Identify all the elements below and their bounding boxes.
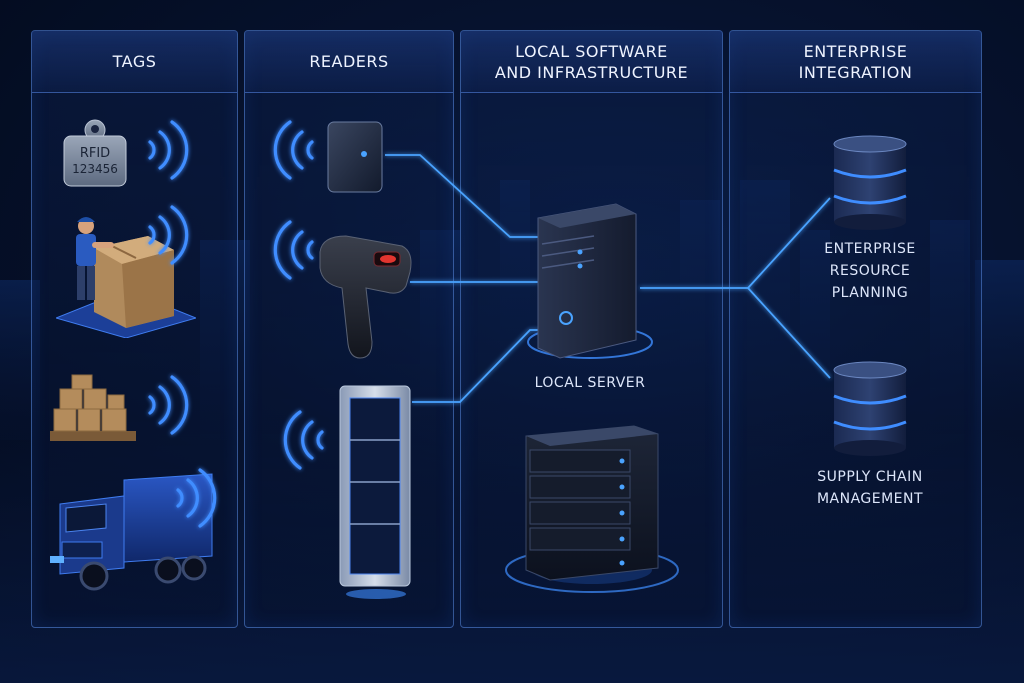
pallet-boxes-icon — [48, 373, 140, 445]
rfid-tag-text-line1: RFID — [79, 146, 111, 161]
local-server-label: LOCAL SERVER — [534, 375, 646, 391]
erp-database-icon — [832, 134, 908, 230]
handheld-scanner-icon — [316, 232, 416, 364]
delivery-truck-icon — [44, 470, 214, 592]
erp-label: ENTERPRISE RESOURCE PLANNING — [824, 241, 916, 301]
column-title-infrastructure: LOCAL SOFTWARE AND INFRASTRUCTURE — [494, 41, 689, 82]
reader-signal-icon-2 — [273, 220, 314, 280]
link-hub-to-scm — [747, 287, 831, 379]
link-portal-reader-to-server — [412, 329, 540, 403]
scm-database-icon — [832, 360, 908, 456]
column-title-enterprise: ENTERPRISE INTEGRATION — [798, 41, 913, 82]
local-server-tower-icon — [520, 200, 660, 370]
column-title-tags: TAGS — [112, 52, 157, 71]
column-header-tags: TAGS — [32, 31, 237, 93]
reader-signal-icon-1 — [273, 120, 314, 180]
portal-gate-reader-icon — [338, 384, 416, 604]
rfid-tag-text-line2: 123456 — [72, 162, 118, 176]
tag-signal-icon-3 — [148, 375, 189, 435]
column-header-readers: READERS — [245, 31, 453, 93]
server-rack-icon — [502, 420, 682, 600]
link-fixed-reader-to-server — [385, 154, 538, 238]
column-title-readers: READERS — [309, 52, 389, 71]
tag-signal-icon-1 — [148, 120, 189, 180]
scm-label: SUPPLY CHAIN MANAGEMENT — [816, 469, 924, 507]
tag-signal-icon-4 — [176, 468, 217, 528]
rfid-tag: RFID 123456 — [62, 118, 128, 190]
fixed-reader-icon — [326, 120, 384, 194]
tag-signal-icon-2 — [148, 205, 189, 265]
column-header-enterprise: ENTERPRISE INTEGRATION — [730, 31, 981, 93]
column-enterprise-integration: ENTERPRISE INTEGRATION — [729, 30, 982, 628]
reader-signal-icon-3 — [283, 410, 324, 470]
column-header-infrastructure: LOCAL SOFTWARE AND INFRASTRUCTURE — [461, 31, 722, 93]
link-hub-to-erp — [747, 197, 831, 289]
worker-with-boxes-icon — [56, 208, 196, 338]
